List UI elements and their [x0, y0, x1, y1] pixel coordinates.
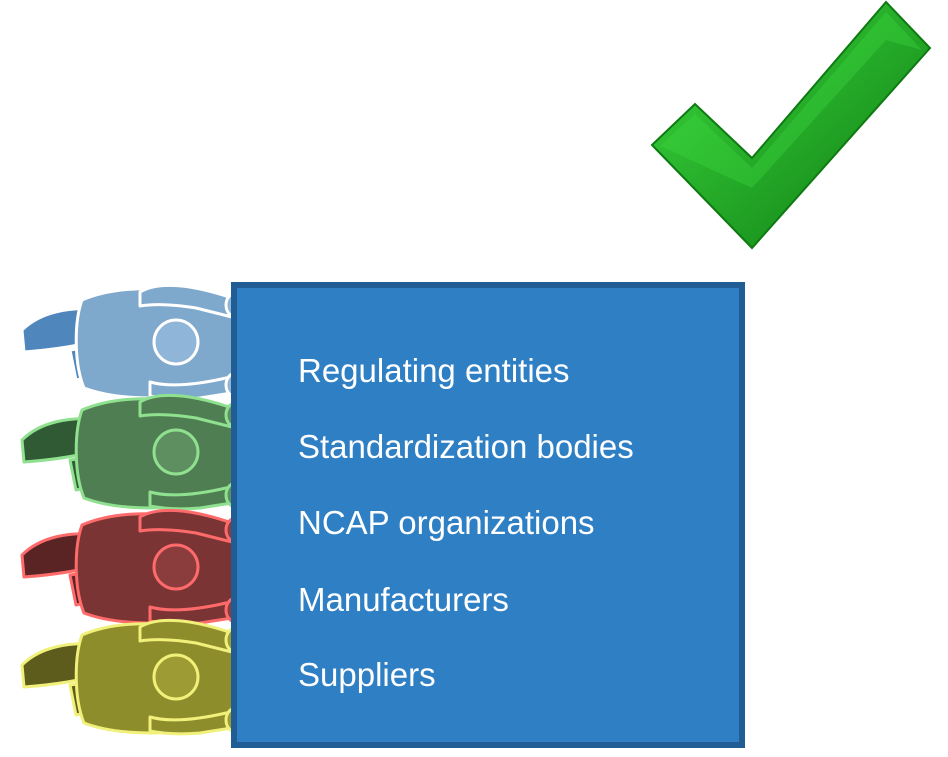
stakeholder-board: Regulating entities Standardization bodi… [231, 282, 745, 748]
board-item-regulating-entities: Regulating entities [298, 352, 570, 389]
board-item-ncap-organizations: NCAP organizations [298, 504, 595, 541]
board-item-standardization-bodies: Standardization bodies [298, 428, 634, 465]
person-blue [20, 283, 248, 401]
board-item-manufacturers: Manufacturers [298, 581, 509, 618]
person-green [20, 393, 248, 511]
people-group [20, 283, 248, 736]
board-panel [231, 282, 745, 748]
person-yellow [20, 618, 248, 736]
person-red [20, 508, 248, 626]
checkmark-icon [650, 0, 932, 250]
board-item-suppliers: Suppliers [298, 656, 436, 693]
